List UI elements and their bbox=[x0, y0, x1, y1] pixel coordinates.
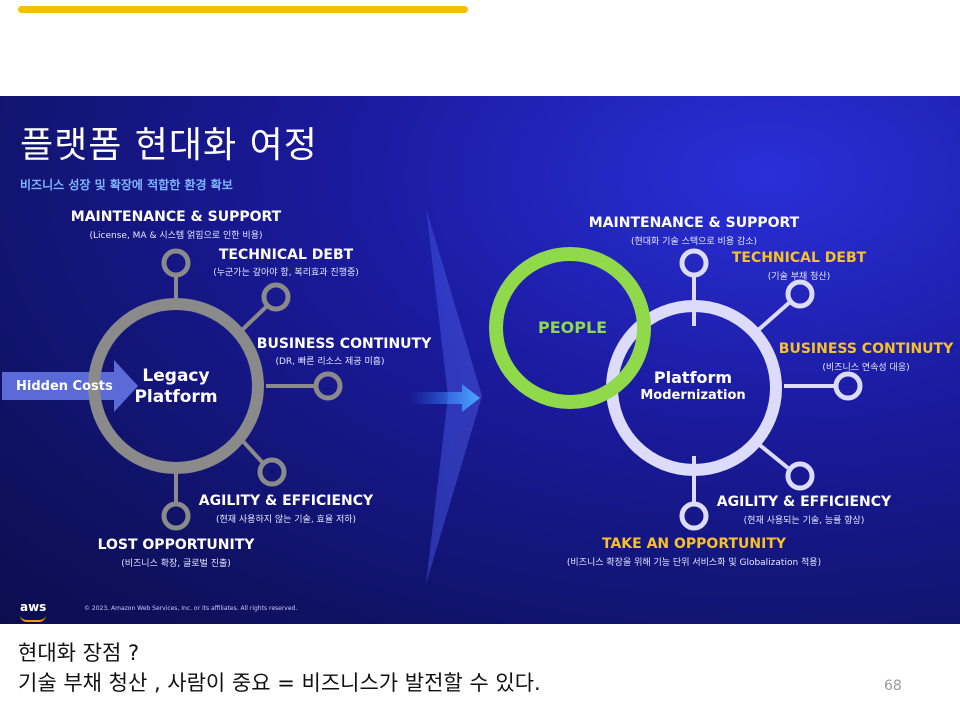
slide-subtitle: 비즈니스 성장 및 확장에 적합한 환경 확보 bbox=[20, 178, 233, 192]
people-label: PEOPLE bbox=[538, 318, 608, 337]
legacy-platform-label: Legacy Platform bbox=[134, 366, 218, 407]
accent-bar bbox=[18, 6, 468, 13]
legacy-node-5 bbox=[161, 501, 191, 531]
modern-spoke-4 bbox=[754, 440, 790, 470]
modern-item-desc-4: (현재 사용되는 기술, 능률 향상) bbox=[743, 516, 865, 526]
modern-item-desc-1: (현대화 기술 스택으로 비용 감소) bbox=[630, 237, 758, 247]
modern-item-desc-3: (비즈니스 연속성 대응) bbox=[822, 363, 910, 373]
legacy-node-4 bbox=[257, 457, 287, 487]
hidden-costs-label: Hidden Costs bbox=[16, 379, 113, 394]
page-number: 68 bbox=[884, 678, 902, 694]
copyright-text: © 2023, Amazon Web Services, Inc. or its… bbox=[84, 605, 298, 612]
legacy-item-desc-1: (License, MA & 시스템 얽힘으로 인한 비용) bbox=[89, 231, 263, 241]
modernization-label: Modernization bbox=[640, 388, 746, 403]
legacy-item-title-1: MAINTENANCE & SUPPORT bbox=[70, 209, 282, 225]
modern-item-title-5: TAKE AN OPPORTUNITY bbox=[601, 536, 787, 552]
legacy-node-3 bbox=[313, 371, 343, 401]
glow-arrow bbox=[410, 384, 480, 412]
legacy-node-2 bbox=[261, 282, 291, 312]
legacy-node-1 bbox=[161, 248, 191, 278]
slide: 플랫폼 현대화 여정 비즈니스 성장 및 확장에 적합한 환경 확보 Hidde… bbox=[0, 96, 960, 624]
modern-item-title-3: BUSINESS CONTINUTY bbox=[778, 341, 954, 357]
legacy-item-title-4: AGILITY & EFFICIENCY bbox=[198, 493, 374, 509]
modern-node-4 bbox=[785, 461, 815, 491]
people-ring bbox=[489, 247, 651, 409]
notes-line-1: 현대화 장점 ? bbox=[18, 641, 140, 665]
modern-item-title-1: MAINTENANCE & SUPPORT bbox=[588, 215, 800, 231]
legacy-spoke-2 bbox=[238, 305, 268, 334]
legacy-item-desc-5: (비즈니스 확장, 글로벌 진출) bbox=[121, 559, 231, 569]
slide-title: 플랫폼 현대화 여정 bbox=[20, 125, 318, 166]
legacy-item-desc-2: (누군가는 갚아야 함, 복리효과 진행중) bbox=[213, 268, 359, 278]
legacy-item-desc-3: (DR, 빠른 리소스 제공 미흡) bbox=[275, 357, 385, 367]
legacy-item-title-3: BUSINESS CONTINUTY bbox=[256, 336, 432, 352]
modern-node-1 bbox=[679, 248, 709, 278]
aws-logo: aws bbox=[20, 600, 47, 614]
modern-spoke-2 bbox=[754, 300, 792, 334]
legacy-item-desc-4: (현재 사용하지 않는 기술, 효율 저하) bbox=[215, 515, 357, 525]
modern-item-title-4: AGILITY & EFFICIENCY bbox=[716, 494, 892, 510]
legacy-platform-ring bbox=[88, 298, 264, 474]
modern-item-title-2: TECHNICAL DEBT bbox=[731, 250, 867, 266]
legacy-item-title-2: TECHNICAL DEBT bbox=[218, 247, 354, 263]
modern-item-desc-2: (기술 부채 청산) bbox=[767, 272, 831, 282]
notes-line-2: 기술 부채 청산 , 사람이 중요 = 비즈니스가 발전할 수 있다. bbox=[18, 671, 541, 695]
speaker-notes: 현대화 장점 ? 기술 부채 청산 , 사람이 중요 = 비즈니스가 발전할 수… bbox=[18, 638, 541, 698]
aws-smile-icon bbox=[20, 615, 46, 622]
diagram-graphics bbox=[2, 208, 863, 584]
legacy-item-title-5: LOST OPPORTUNITY bbox=[97, 537, 255, 553]
modern-item-desc-5: (비즈니스 확장을 위해 기능 단위 서비스화 및 Globalization … bbox=[566, 558, 822, 568]
modern-node-5 bbox=[679, 501, 709, 531]
hidden-costs-arrow bbox=[2, 360, 138, 412]
platform-label: Platform bbox=[653, 368, 733, 387]
modern-node-3 bbox=[833, 371, 863, 401]
modern-node-2 bbox=[785, 279, 815, 309]
